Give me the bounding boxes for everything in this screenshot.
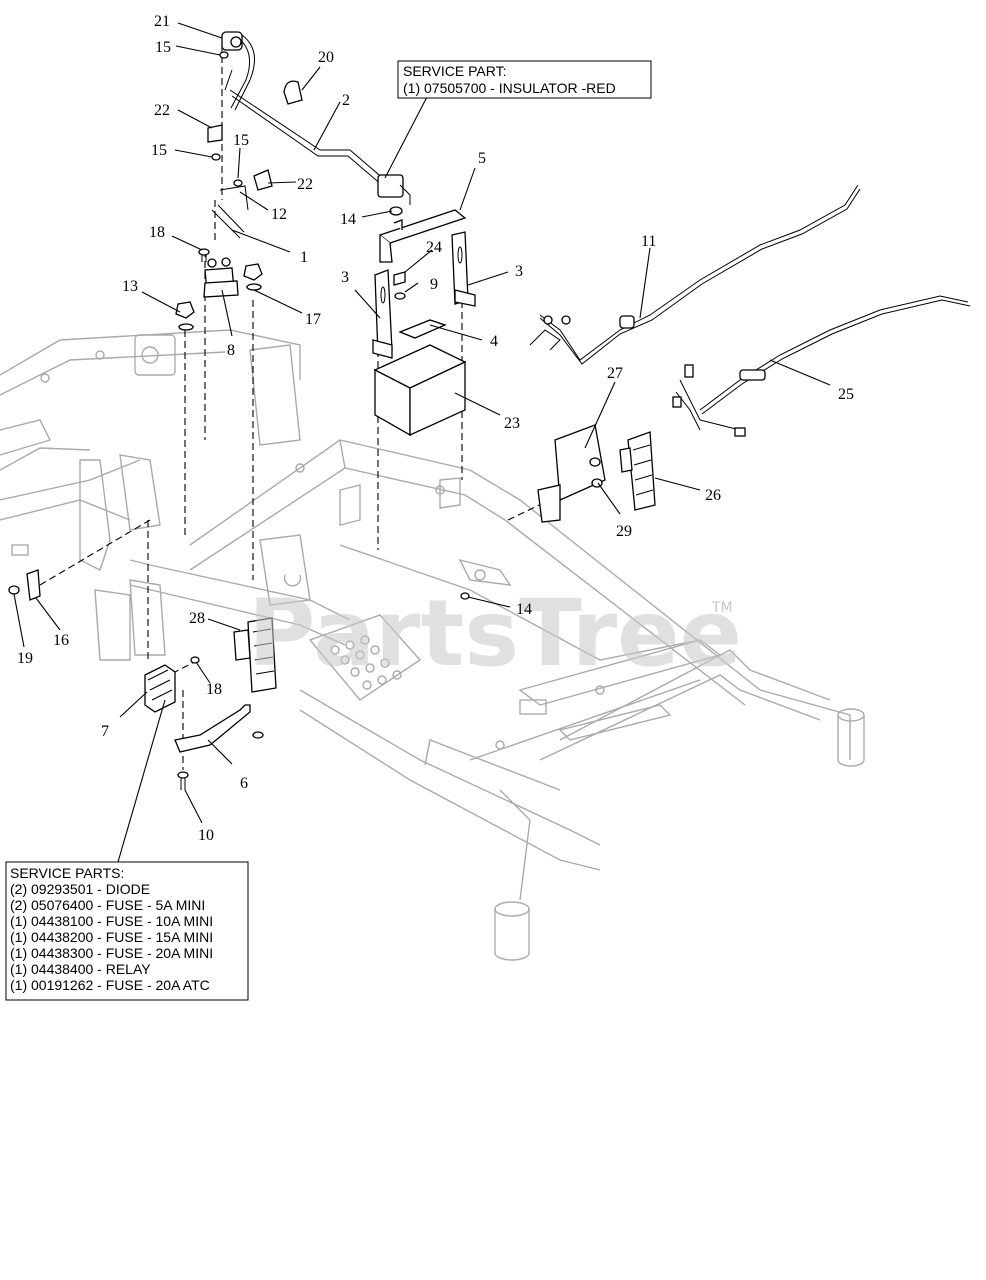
service-part-box: SERVICE PART: (1) 07505700 - INSULATOR -… xyxy=(397,60,652,99)
callout-27[interactable]: 27 xyxy=(607,365,623,382)
watermark-text: PartsTree xyxy=(248,580,742,687)
service-parts-line-6: (1) 04438400 - RELAY xyxy=(10,961,151,977)
callout-14-upper[interactable]: 14 xyxy=(340,211,356,228)
solenoid-8 xyxy=(203,257,239,298)
callout-7[interactable]: 7 xyxy=(101,723,109,740)
service-part-line: (1) 07505700 - INSULATOR -RED xyxy=(403,80,616,96)
light-28 xyxy=(233,617,277,693)
service-parts-line-7: (1) 00191262 - FUSE - 20A ATC xyxy=(10,977,210,993)
mower-frame xyxy=(0,329,865,961)
callout-3-right[interactable]: 3 xyxy=(515,263,523,280)
bracket-5 xyxy=(378,209,467,263)
callout-18-lower[interactable]: 18 xyxy=(206,681,222,698)
cable-clip-20 xyxy=(283,80,303,105)
callout-4[interactable]: 4 xyxy=(490,333,498,350)
service-parts-title: SERVICE PARTS: xyxy=(10,865,124,881)
watermark-trademark: TM xyxy=(711,600,733,616)
nut-17 xyxy=(243,263,263,291)
callout-6[interactable]: 6 xyxy=(240,775,248,792)
callout-22-right[interactable]: 22 xyxy=(297,176,313,193)
callout-15-left[interactable]: 15 xyxy=(151,142,167,159)
fuse-block-7 xyxy=(144,664,176,713)
battery-23 xyxy=(373,344,467,437)
callout-25[interactable]: 25 xyxy=(838,386,854,403)
callout-15-top[interactable]: 15 xyxy=(155,39,171,56)
callout-29[interactable]: 29 xyxy=(616,523,632,540)
harness-11 xyxy=(529,184,861,365)
tread-holes xyxy=(330,635,402,690)
leader-lines xyxy=(13,22,831,863)
callout-16[interactable]: 16 xyxy=(53,632,69,649)
light-26 xyxy=(619,431,656,511)
callout-9[interactable]: 9 xyxy=(430,276,438,293)
bolt-10 xyxy=(177,771,189,790)
service-parts-line-2: (2) 05076400 - FUSE - 5A MINI xyxy=(10,897,205,913)
bracket-3-right xyxy=(451,231,476,307)
cap-22-right xyxy=(253,169,273,191)
callout-10[interactable]: 10 xyxy=(198,827,214,844)
callout-15-mid[interactable]: 15 xyxy=(233,132,249,149)
callout-14-lower[interactable]: 14 xyxy=(516,601,532,618)
callout-2[interactable]: 2 xyxy=(342,92,350,109)
battery-cable xyxy=(224,34,411,205)
callout-5[interactable]: 5 xyxy=(478,150,486,167)
callout-18-upper[interactable]: 18 xyxy=(149,224,165,241)
plate-4 xyxy=(398,319,447,339)
cap-22-upper xyxy=(207,124,223,143)
callout-22-upper[interactable]: 22 xyxy=(154,102,170,119)
callout-24[interactable]: 24 xyxy=(426,239,442,256)
callout-8[interactable]: 8 xyxy=(227,342,235,359)
callout-28[interactable]: 28 xyxy=(189,610,205,627)
callout-12[interactable]: 12 xyxy=(271,206,287,223)
callout-1[interactable]: 1 xyxy=(300,249,308,266)
watermark: PartsTree TM xyxy=(248,580,742,687)
harness-25 xyxy=(672,295,971,437)
service-parts-line-1: (2) 09293501 - DIODE xyxy=(10,881,150,897)
callout-26[interactable]: 26 xyxy=(705,487,721,504)
callout-21[interactable]: 21 xyxy=(154,13,170,30)
callout-17[interactable]: 17 xyxy=(305,311,321,328)
bolt-24-9 xyxy=(393,271,406,300)
callout-19[interactable]: 19 xyxy=(17,650,33,667)
service-parts-line-5: (1) 04438300 - FUSE - 20A MINI xyxy=(10,945,213,961)
service-parts-box: SERVICE PARTS: (2) 09293501 - DIODE (2) … xyxy=(5,861,249,1001)
service-parts-line-4: (1) 04438200 - FUSE - 15A MINI xyxy=(10,929,213,945)
service-part-title: SERVICE PART: xyxy=(403,63,506,79)
callouts: 21 15 20 2 22 15 15 22 12 18 1 13 17 8 5… xyxy=(17,13,854,844)
bracket-3-left xyxy=(372,269,393,359)
callout-23[interactable]: 23 xyxy=(504,415,520,432)
bracket-27 xyxy=(537,424,606,523)
cable-1 xyxy=(211,185,249,239)
bracket-6 xyxy=(174,704,264,753)
callout-20[interactable]: 20 xyxy=(318,49,334,66)
bolt-18-lower xyxy=(190,656,200,664)
service-parts-line-3: (1) 04438100 - FUSE - 10A MINI xyxy=(10,913,213,929)
callout-3-left[interactable]: 3 xyxy=(341,269,349,286)
screws-15 xyxy=(211,51,243,187)
nut-13 xyxy=(175,301,195,331)
bolt-18-upper xyxy=(198,248,210,262)
terminal-21 xyxy=(221,31,243,51)
callout-11[interactable]: 11 xyxy=(641,233,656,250)
clamp-16-19 xyxy=(8,569,41,601)
bolt-14-lower xyxy=(460,592,470,600)
callout-13[interactable]: 13 xyxy=(122,278,138,295)
